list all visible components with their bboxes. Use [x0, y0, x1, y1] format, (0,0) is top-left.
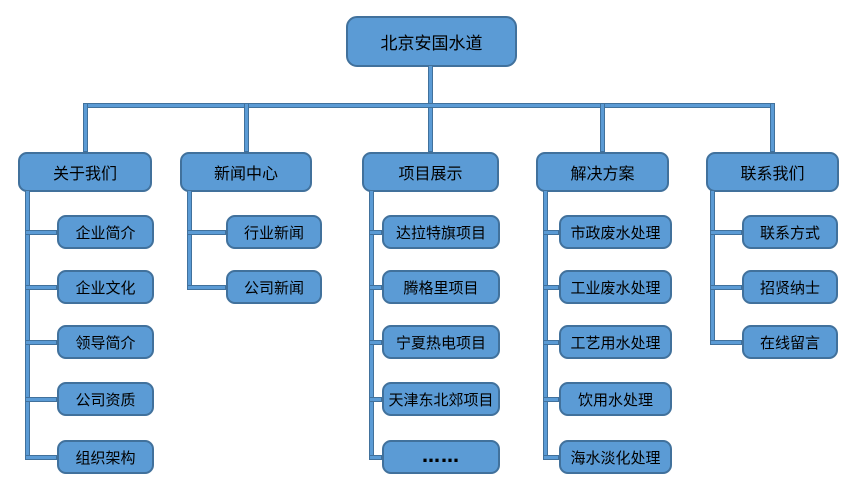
branch-node-projects: 项目展示 — [362, 152, 499, 192]
leaf-node-contact-us-1: 招贤纳士 — [742, 270, 838, 304]
connector-stub-solutions — [543, 397, 559, 402]
leaf-node-projects-3: 天津东北郊项目 — [382, 382, 500, 416]
connector-stub-projects — [369, 340, 382, 345]
leaf-node-news-center-1: 公司新闻 — [226, 270, 322, 304]
connector-stub-news-center — [187, 230, 226, 235]
connector-stub-projects — [369, 230, 382, 235]
branch-node-about-us: 关于我们 — [18, 152, 152, 192]
connector-stub-contact-us — [710, 285, 742, 290]
connector-root-stem — [428, 65, 433, 152]
connector-stub-news-center — [187, 285, 226, 290]
connector-hang-news-center — [187, 190, 192, 290]
connector-branch-drop — [600, 103, 605, 152]
connector-stub-about-us — [25, 230, 57, 235]
leaf-node-news-center-0: 行业新闻 — [226, 215, 322, 249]
leaf-node-contact-us-0: 联系方式 — [742, 215, 838, 249]
connector-stub-solutions — [543, 285, 559, 290]
connector-stub-projects — [369, 397, 382, 402]
leaf-node-solutions-3: 饮用水处理 — [559, 382, 672, 416]
connector-stub-projects — [369, 285, 382, 290]
branch-node-news-center: 新闻中心 — [180, 152, 312, 192]
leaf-node-solutions-2: 工艺用水处理 — [559, 325, 672, 359]
leaf-node-solutions-1: 工业废水处理 — [559, 270, 672, 304]
leaf-node-contact-us-2: 在线留言 — [742, 325, 838, 359]
connector-stub-projects — [369, 455, 382, 460]
branch-node-solutions: 解决方案 — [536, 152, 669, 192]
leaf-node-about-us-2: 领导简介 — [57, 325, 154, 359]
connector-stub-about-us — [25, 455, 57, 460]
leaf-node-about-us-4: 组织架构 — [57, 440, 154, 474]
leaf-node-about-us-0: 企业简介 — [57, 215, 154, 249]
connector-stub-about-us — [25, 397, 57, 402]
connector-branch-drop — [83, 103, 88, 152]
leaf-node-projects-4: …… — [382, 440, 500, 474]
leaf-node-projects-1: 腾格里项目 — [382, 270, 500, 304]
connector-stub-about-us — [25, 340, 57, 345]
connector-stub-solutions — [543, 455, 559, 460]
leaf-node-solutions-0: 市政废水处理 — [559, 215, 672, 249]
connector-branch-drop — [770, 103, 775, 152]
connector-stub-contact-us — [710, 340, 742, 345]
connector-top-rail — [83, 103, 775, 108]
connector-stub-solutions — [543, 340, 559, 345]
connector-stub-about-us — [25, 285, 57, 290]
connector-stub-solutions — [543, 230, 559, 235]
root-node: 北京安国水道 — [346, 16, 517, 67]
branch-node-contact-us: 联系我们 — [706, 152, 839, 192]
leaf-node-projects-0: 达拉特旗项目 — [382, 215, 500, 249]
connector-hang-contact-us — [710, 190, 715, 345]
connector-branch-drop — [244, 103, 249, 152]
leaf-node-projects-2: 宁夏热电项目 — [382, 325, 500, 359]
leaf-node-about-us-1: 企业文化 — [57, 270, 154, 304]
connector-stub-contact-us — [710, 230, 742, 235]
leaf-node-solutions-4: 海水淡化处理 — [559, 440, 672, 474]
leaf-node-about-us-3: 公司资质 — [57, 382, 154, 416]
